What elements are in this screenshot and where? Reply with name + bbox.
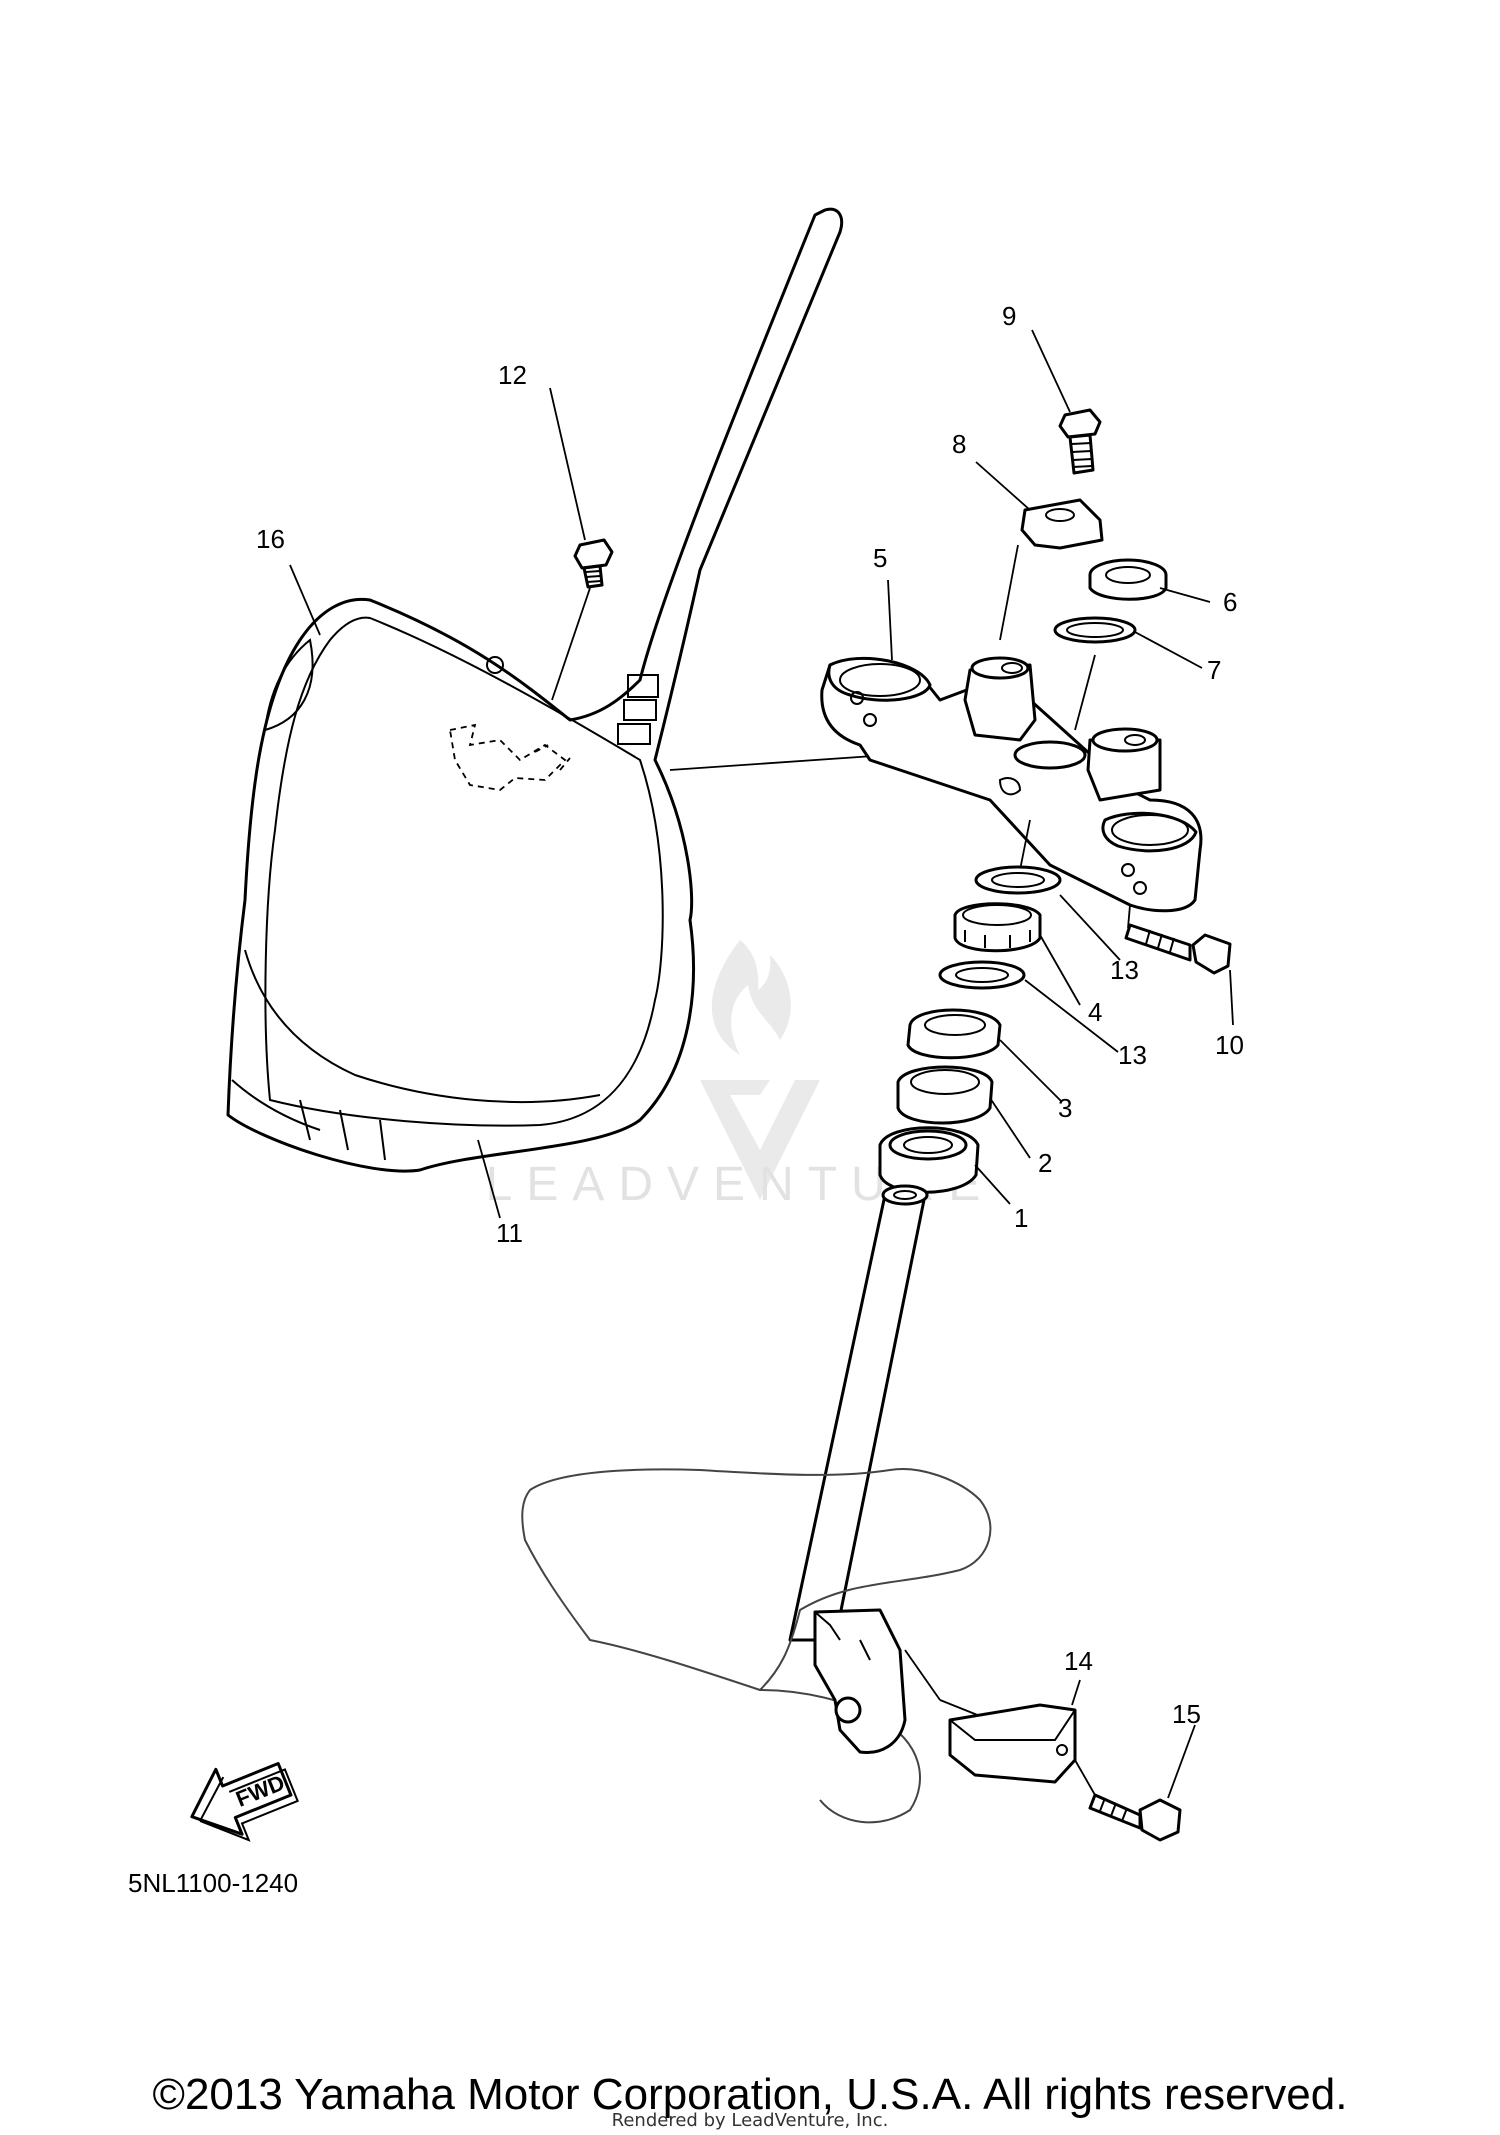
lower-bracket [521,1468,992,1824]
bearing-2 [896,1065,994,1125]
washer-13-upper [974,865,1062,895]
callout-16: 16 [256,524,285,554]
callout-leaders [289,329,1234,1799]
callout-3: 3 [1058,1093,1072,1123]
seal-1 [878,1126,980,1194]
callout-8: 8 [952,429,966,459]
ring-nut-4 [953,902,1042,953]
bolt-15 [1074,1759,1182,1842]
callout-2: 2 [1038,1148,1052,1178]
copyright-text: ©2013 Yamaha Motor Corporation, U.S.A. A… [152,2070,1348,2119]
bearing-3 [906,1008,1002,1060]
callout-13-lower: 13 [1118,1040,1147,1070]
callout-14: 14 [1064,1646,1093,1676]
bolt-10 [1124,904,1232,975]
callout-7: 7 [1207,655,1221,685]
callout-9: 9 [1002,301,1016,331]
callout-10: 10 [1215,1030,1244,1060]
callout-1: 1 [1014,1203,1028,1233]
washer-13-lower [938,960,1026,990]
ring-6 [1088,558,1168,601]
clamp-14 [948,1679,1081,1784]
number-plate [226,207,844,1173]
steering-stem [788,1184,929,1642]
cap-8 [1020,498,1104,550]
callout-6: 6 [1223,587,1237,617]
bolt-12 [551,538,614,701]
callouts: 9 8 6 7 5 12 16 13 4 13 3 2 1 10 11 14 1… [256,301,1244,1729]
diagram-code: 5NL1100-1240 [128,1868,298,1898]
washer-7 [1053,616,1137,644]
callout-15: 15 [1172,1699,1201,1729]
upper-bracket [820,544,1203,913]
fwd-arrow-icon: FWD [190,1762,299,1842]
callout-11: 11 [496,1218,523,1248]
callout-5: 5 [873,543,887,573]
rendered-by-text: Rendered by LeadVenture, Inc. [611,2110,889,2131]
bolt-9 [1058,408,1102,475]
callout-13-upper: 13 [1110,955,1139,985]
callout-12: 12 [498,360,527,390]
callout-4: 4 [1088,997,1102,1027]
